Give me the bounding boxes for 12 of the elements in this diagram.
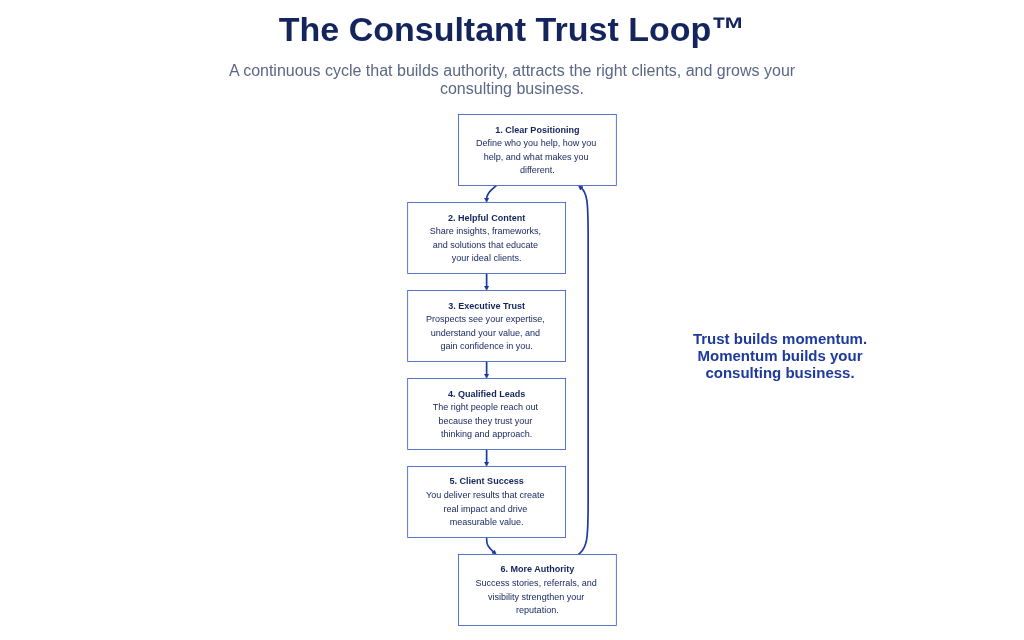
node-box: 6. More Authority Success stories, referrals, and visibility strengthen your reputation. — [458, 554, 617, 626]
subtitle: A continuous cycle that builds authority, attracts the right clients, and grows your consulting business. — [227, 62, 797, 98]
node-box: 3. Executive Trust Prospects see your expertise, understand your value, and gain confidence in you. — [407, 290, 566, 362]
title: The Consultant Trust Loop™ — [277, 10, 747, 49]
center-slogan: Trust builds momentum. Momentum builds your consulting business. — [691, 330, 869, 381]
node-box: 1. Clear Positioning Define who you help, how you help, and what makes you different. — [458, 114, 617, 186]
node-box: 2. Helpful Content Share insights, frameworks, and solutions that educate your ideal clients. — [407, 202, 566, 274]
arrow — [484, 184, 498, 203]
arrow — [485, 536, 497, 555]
node-box: 5. Client Success You deliver results that create real impact and drive measurable value. — [407, 466, 566, 538]
arrow — [577, 185, 589, 556]
node-box: 4. Qualified Leads The right people reach out because they trust your thinking and approach. — [407, 378, 566, 450]
